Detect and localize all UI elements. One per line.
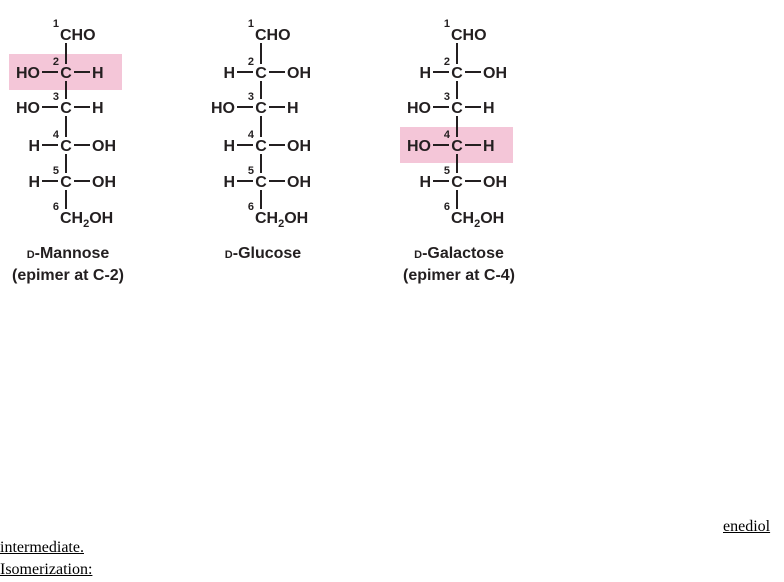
epimer-note: (epimer at C-4) <box>403 267 515 284</box>
right-substituent: OH <box>483 65 507 82</box>
carbon-atom: C <box>255 138 267 155</box>
carbon-number: 1 <box>53 18 59 30</box>
carbon-atom: C <box>451 100 463 117</box>
right-substituent: H <box>92 100 104 117</box>
carbon-number: 5 <box>248 165 254 177</box>
carbon-atom: C <box>60 100 72 117</box>
carbon-number: 2 <box>53 56 59 68</box>
left-substituent: H <box>223 65 235 82</box>
sugar-name: D-Galactose <box>414 245 504 262</box>
isomerization-line: Isomerization: <box>0 561 92 579</box>
isomerization-colon: : <box>88 561 92 578</box>
carbon-number: 4 <box>444 129 451 141</box>
right-substituent: H <box>287 100 299 117</box>
carbon-atom: C <box>255 174 267 191</box>
left-substituent: H <box>28 138 40 155</box>
carbon-number: 3 <box>444 91 450 103</box>
right-substituent: OH <box>287 65 311 82</box>
intermediate-period: . <box>80 539 84 556</box>
aldehyde-group: CHO <box>60 27 96 44</box>
carbon-number: 6 <box>248 201 254 213</box>
carbon-atom: C <box>451 65 463 82</box>
right-substituent: OH <box>483 174 507 191</box>
left-substituent: H <box>28 174 40 191</box>
left-substituent: H <box>223 174 235 191</box>
carbon-number: 2 <box>248 56 254 68</box>
right-substituent: H <box>483 100 495 117</box>
right-substituent: OH <box>92 174 116 191</box>
sugar-name: D-Glucose <box>225 245 302 262</box>
carbon-number: 3 <box>248 91 254 103</box>
left-substituent: HO <box>16 100 40 117</box>
terminal-group: CH2OH <box>255 210 308 230</box>
carbon-atom: C <box>255 65 267 82</box>
right-substituent: OH <box>287 174 311 191</box>
intermediate-text: intermediate <box>0 539 80 556</box>
carbon-number: 4 <box>53 129 60 141</box>
left-substituent: H <box>419 65 431 82</box>
terminal-group: CH2OH <box>451 210 504 230</box>
carbon-number: 3 <box>53 91 59 103</box>
carbon-atom: C <box>255 100 267 117</box>
right-substituent: H <box>92 65 104 82</box>
epimer-note: (epimer at C-2) <box>12 267 124 284</box>
aldehyde-group: CHO <box>451 27 487 44</box>
left-substituent: H <box>223 138 235 155</box>
carbon-number: 5 <box>53 165 59 177</box>
left-substituent: HO <box>16 65 40 82</box>
aldehyde-group: CHO <box>255 27 291 44</box>
right-substituent: OH <box>92 138 116 155</box>
right-substituent: H <box>483 138 495 155</box>
carbon-number: 2 <box>444 56 450 68</box>
carbon-atom: C <box>60 65 72 82</box>
carbon-atom: C <box>451 138 463 155</box>
right-substituent: OH <box>287 138 311 155</box>
enediol-text: enediol <box>723 518 770 535</box>
left-substituent: HO <box>407 138 431 155</box>
carbon-number: 1 <box>248 18 254 30</box>
left-substituent: HO <box>407 100 431 117</box>
intermediate-line: intermediate. <box>0 539 84 557</box>
carbon-number: 6 <box>444 201 450 213</box>
carbon-atom: C <box>451 174 463 191</box>
sugar-name: D-Mannose <box>27 245 110 262</box>
isomerization-text: Isomerization <box>0 561 88 578</box>
carbon-number: 6 <box>53 201 59 213</box>
left-substituent: HO <box>211 100 235 117</box>
carbon-atom: C <box>60 174 72 191</box>
carbon-number: 1 <box>444 18 450 30</box>
carbon-number: 4 <box>248 129 255 141</box>
left-substituent: H <box>419 174 431 191</box>
carbon-atom: C <box>60 138 72 155</box>
carbon-number: 5 <box>444 165 450 177</box>
terminal-group: CH2OH <box>60 210 113 230</box>
enediol-label: enediol <box>723 518 770 536</box>
